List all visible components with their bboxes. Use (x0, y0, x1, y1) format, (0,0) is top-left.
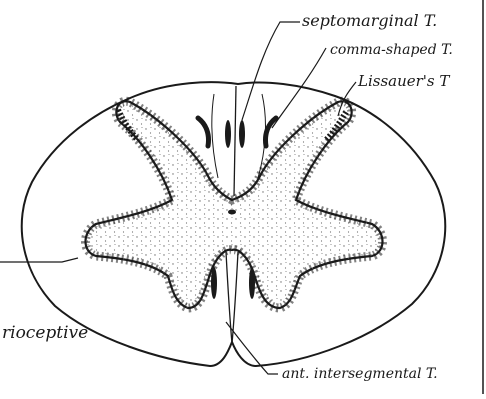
label-comma-shaped: comma-shaped T. (330, 42, 453, 58)
label-ant-intersegmental: ant. intersegmental T. (282, 366, 438, 382)
septomarginal-tract-left (225, 120, 231, 148)
ant-intersegmental-left (211, 267, 217, 299)
septomarginal-tract-right (239, 120, 245, 148)
central-canal (228, 210, 236, 215)
label-proprioceptive: rioceptive (2, 323, 88, 343)
label-septomarginal: septomarginal T. (302, 11, 437, 30)
ant-intersegmental-right (249, 267, 255, 299)
label-lissauer: Lissauer's T (357, 72, 450, 90)
